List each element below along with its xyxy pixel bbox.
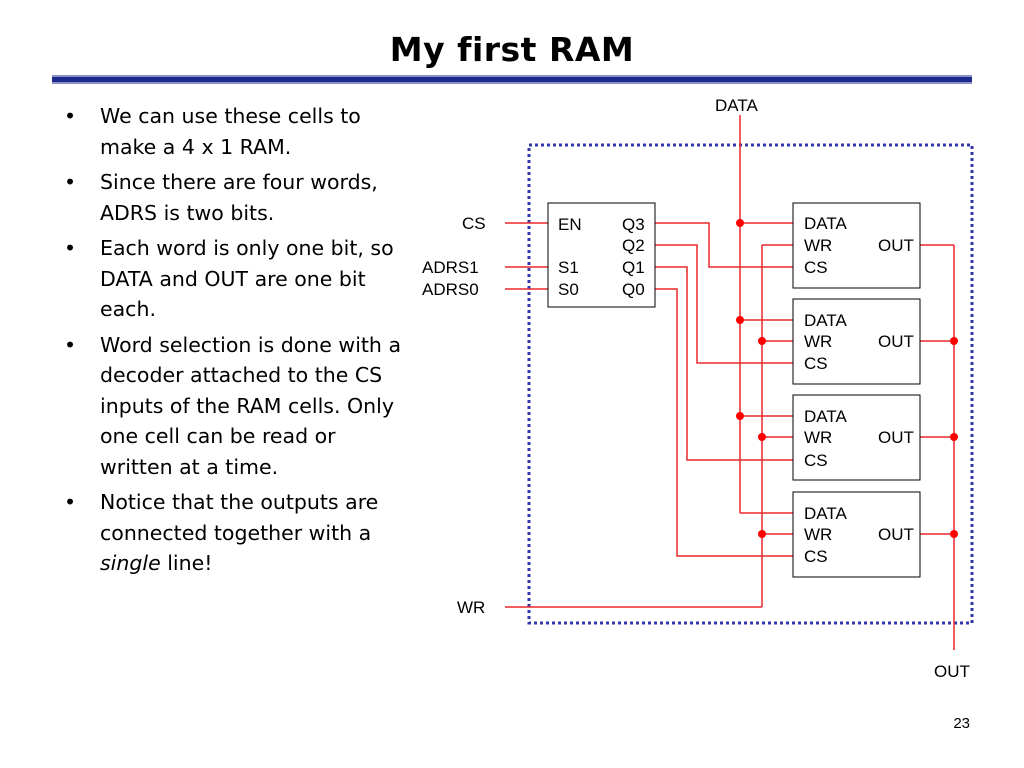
ram-boundary — [527, 143, 974, 625]
adrs1-input-label: ADRS1 — [422, 258, 479, 277]
wires — [505, 115, 955, 650]
decoder-s0-label: S0 — [558, 280, 579, 299]
cell-wr-label: WR — [804, 525, 832, 544]
cell-wr-label: WR — [804, 428, 832, 447]
decoder-q3-label: Q3 — [622, 215, 645, 234]
bullet-emphasis: single — [100, 551, 161, 575]
decoder-box — [547, 202, 656, 308]
cell-cs-label: CS — [804, 547, 828, 566]
decoder-q2-label: Q2 — [622, 236, 645, 255]
cell-out-label: OUT — [878, 332, 914, 351]
data-input-label: DATA — [715, 96, 758, 115]
page-number: 23 — [953, 715, 970, 732]
cs-input-label: CS — [462, 214, 486, 233]
bullet-item: We can use these cells to make a 4 x 1 R… — [58, 101, 408, 162]
cell-data-label: DATA — [804, 407, 847, 426]
bullet-list: We can use these cells to make a 4 x 1 R… — [58, 101, 408, 584]
ram-cell: DATA WR CS OUT — [792, 394, 921, 481]
cell-wr-label: WR — [804, 236, 832, 255]
bullet-item: Notice that the outputs are connected to… — [58, 487, 408, 579]
cell-out-label: OUT — [878, 525, 914, 544]
bullet-item: Word selection is done with a decoder at… — [58, 330, 408, 483]
cell-cs-label: CS — [804, 258, 828, 277]
bullet-item: Each word is only one bit, so DATA and O… — [58, 233, 408, 325]
cell-data-label: DATA — [804, 504, 847, 523]
adrs0-input-label: ADRS0 — [422, 280, 479, 299]
cell-data-label: DATA — [804, 214, 847, 233]
ram-cell: DATA WR CS OUT — [792, 491, 921, 578]
bullet-item: Since there are four words, ADRS is two … — [58, 167, 408, 228]
out-output-label: OUT — [934, 662, 970, 681]
decoder-en-label: EN — [558, 215, 582, 234]
title-underline — [52, 75, 972, 84]
cell-data-label: DATA — [804, 311, 847, 330]
junction-dots — [736, 219, 958, 538]
bullet-text: Notice that the outputs are connected to… — [100, 490, 379, 545]
decoder-q1-label: Q1 — [622, 258, 645, 277]
ram-cell: DATA WR CS OUT — [792, 298, 921, 385]
decoder-s1-label: S1 — [558, 258, 579, 277]
bullet-text: line! — [160, 551, 213, 575]
decoder-q0-label: Q0 — [622, 280, 645, 299]
cell-cs-label: CS — [804, 354, 828, 373]
ram-cell: DATA WR CS OUT — [792, 202, 921, 289]
cell-out-label: OUT — [878, 236, 914, 255]
cell-out-label: OUT — [878, 428, 914, 447]
cell-wr-label: WR — [804, 332, 832, 351]
wr-input-label: WR — [457, 598, 485, 617]
cell-cs-label: CS — [804, 451, 828, 470]
slide-title: My first RAM — [389, 30, 635, 69]
